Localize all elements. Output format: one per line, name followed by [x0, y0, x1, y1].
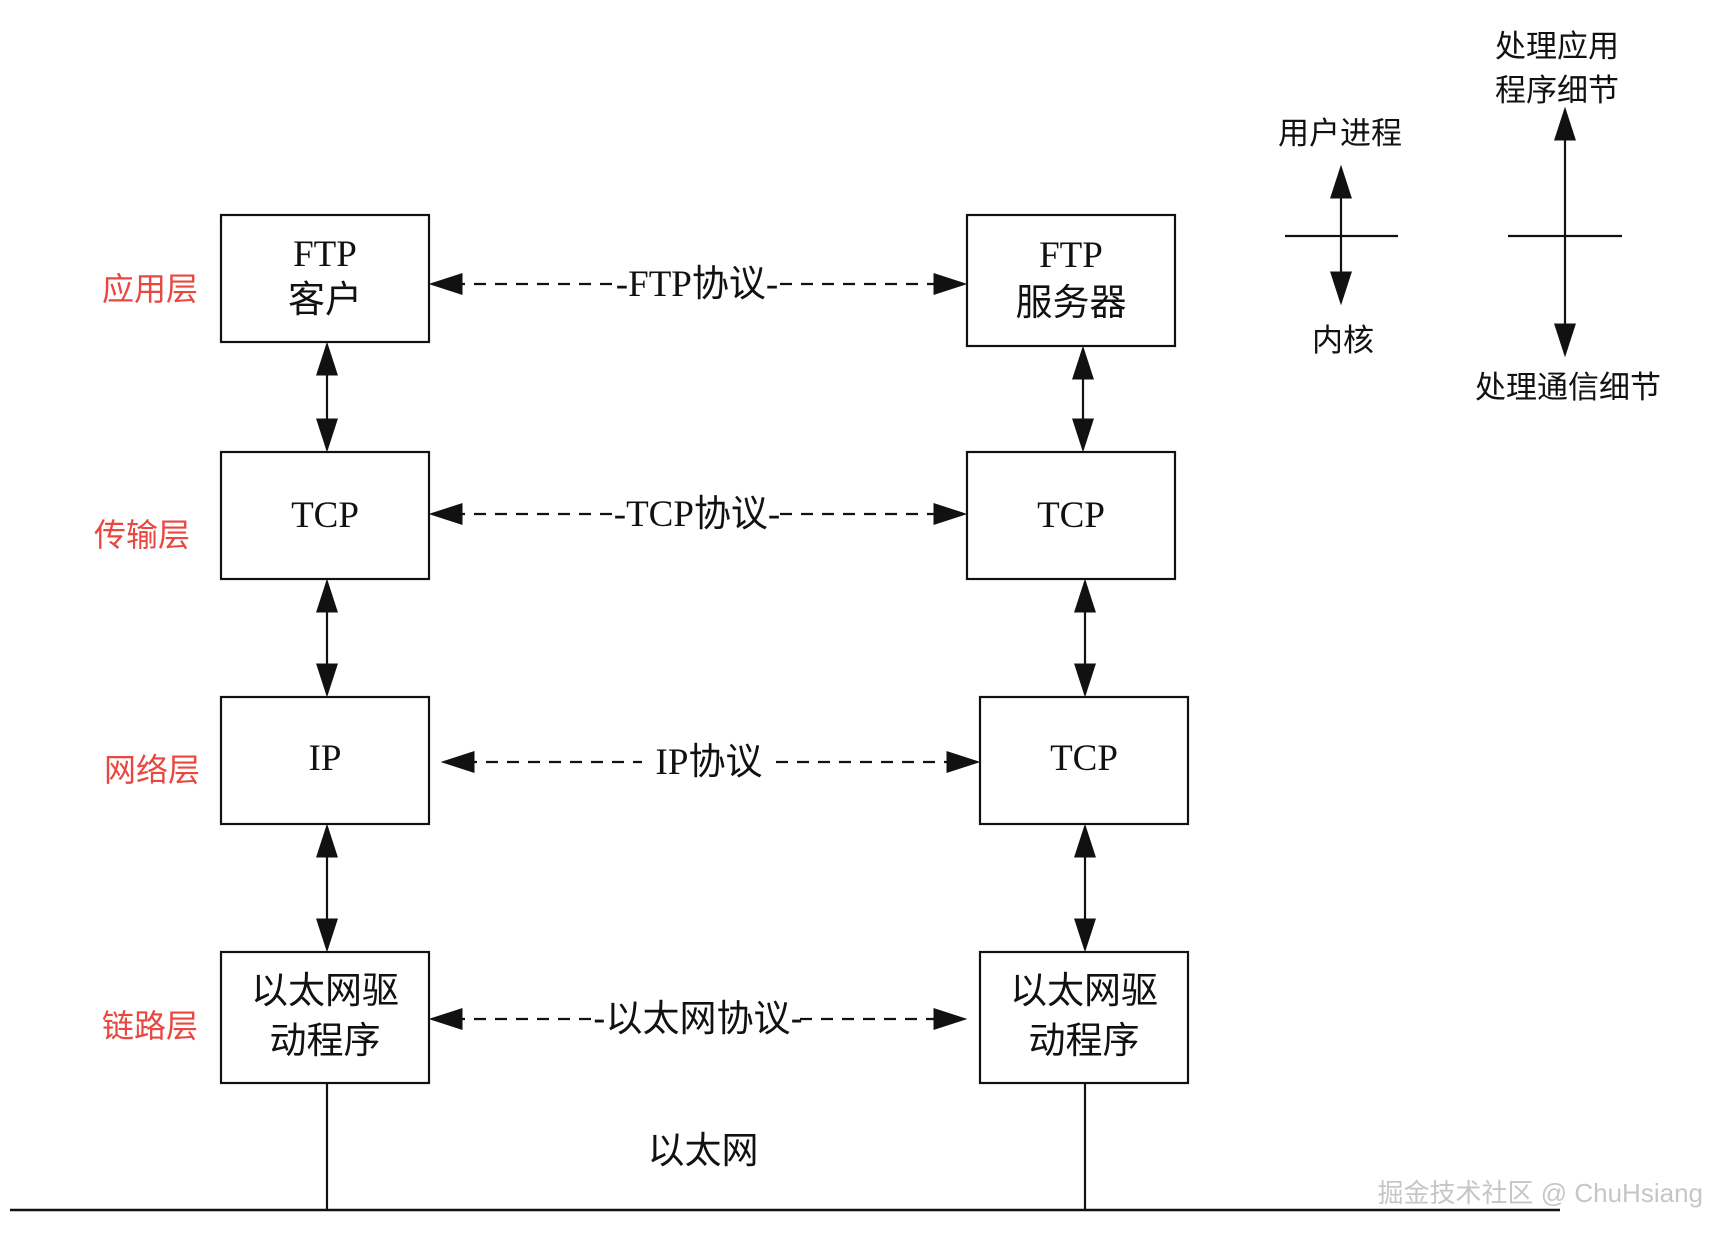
client-tcp-label: TCP [291, 495, 359, 536]
client-ftp-label-2: 客户 [288, 279, 362, 321]
server-driver-box: 以太网驱 动程序 [978, 950, 1190, 1085]
client-ftp-label-1: FTP [293, 234, 357, 275]
layer-label-link: 链路层 [102, 1008, 198, 1044]
server-driver-label-2: 动程序 [1029, 1020, 1140, 1062]
server-ftp-label-1: FTP [1039, 235, 1103, 276]
tcp-protocol-label: -TCP协议- [614, 494, 781, 535]
client-driver-label-1: 以太网驱 [251, 971, 399, 1012]
ftp-protocol-label: -FTP协议- [616, 264, 778, 305]
server-tcp-box: TCP [965, 450, 1177, 581]
client-tcp-box: TCP [219, 450, 431, 581]
client-driver-label-2: 动程序 [270, 1020, 381, 1062]
legend-user-process-label: 用户进程 [1278, 116, 1402, 151]
legend-kernel-label: 内核 [1312, 323, 1374, 358]
layer-label-network: 网络层 [104, 752, 200, 788]
legend-app-details-label-1: 处理应用 [1495, 29, 1619, 64]
server-driver-label-1: 以太网驱 [1010, 971, 1158, 1012]
layer-label-transport: 传输层 [94, 517, 190, 553]
watermark-text: 掘金技术社区 @ ChuHsiang [1378, 1178, 1703, 1208]
client-ip-box: IP [219, 695, 431, 826]
server-ftp-label-2: 服务器 [1016, 283, 1127, 324]
client-ip-label: IP [309, 738, 342, 779]
client-ftp-box: FTP 客户 [219, 213, 431, 344]
ip-protocol-label: IP协议 [656, 742, 763, 783]
server-ip-box: TCP [978, 695, 1190, 826]
ethernet-network-label: 以太网 [648, 1130, 759, 1171]
layer-label-application: 应用层 [102, 271, 198, 307]
server-ftp-box: FTP 服务器 [965, 213, 1177, 348]
legend-app-details-label-2: 程序细节 [1495, 73, 1619, 108]
ethernet-protocol-label: -以太网协议- [593, 998, 803, 1039]
server-tcp-label: TCP [1037, 495, 1105, 536]
legend-comm-details-label: 处理通信细节 [1475, 370, 1661, 405]
client-driver-box: 以太网驱 动程序 [219, 950, 431, 1085]
server-ip-label: TCP [1050, 738, 1118, 779]
